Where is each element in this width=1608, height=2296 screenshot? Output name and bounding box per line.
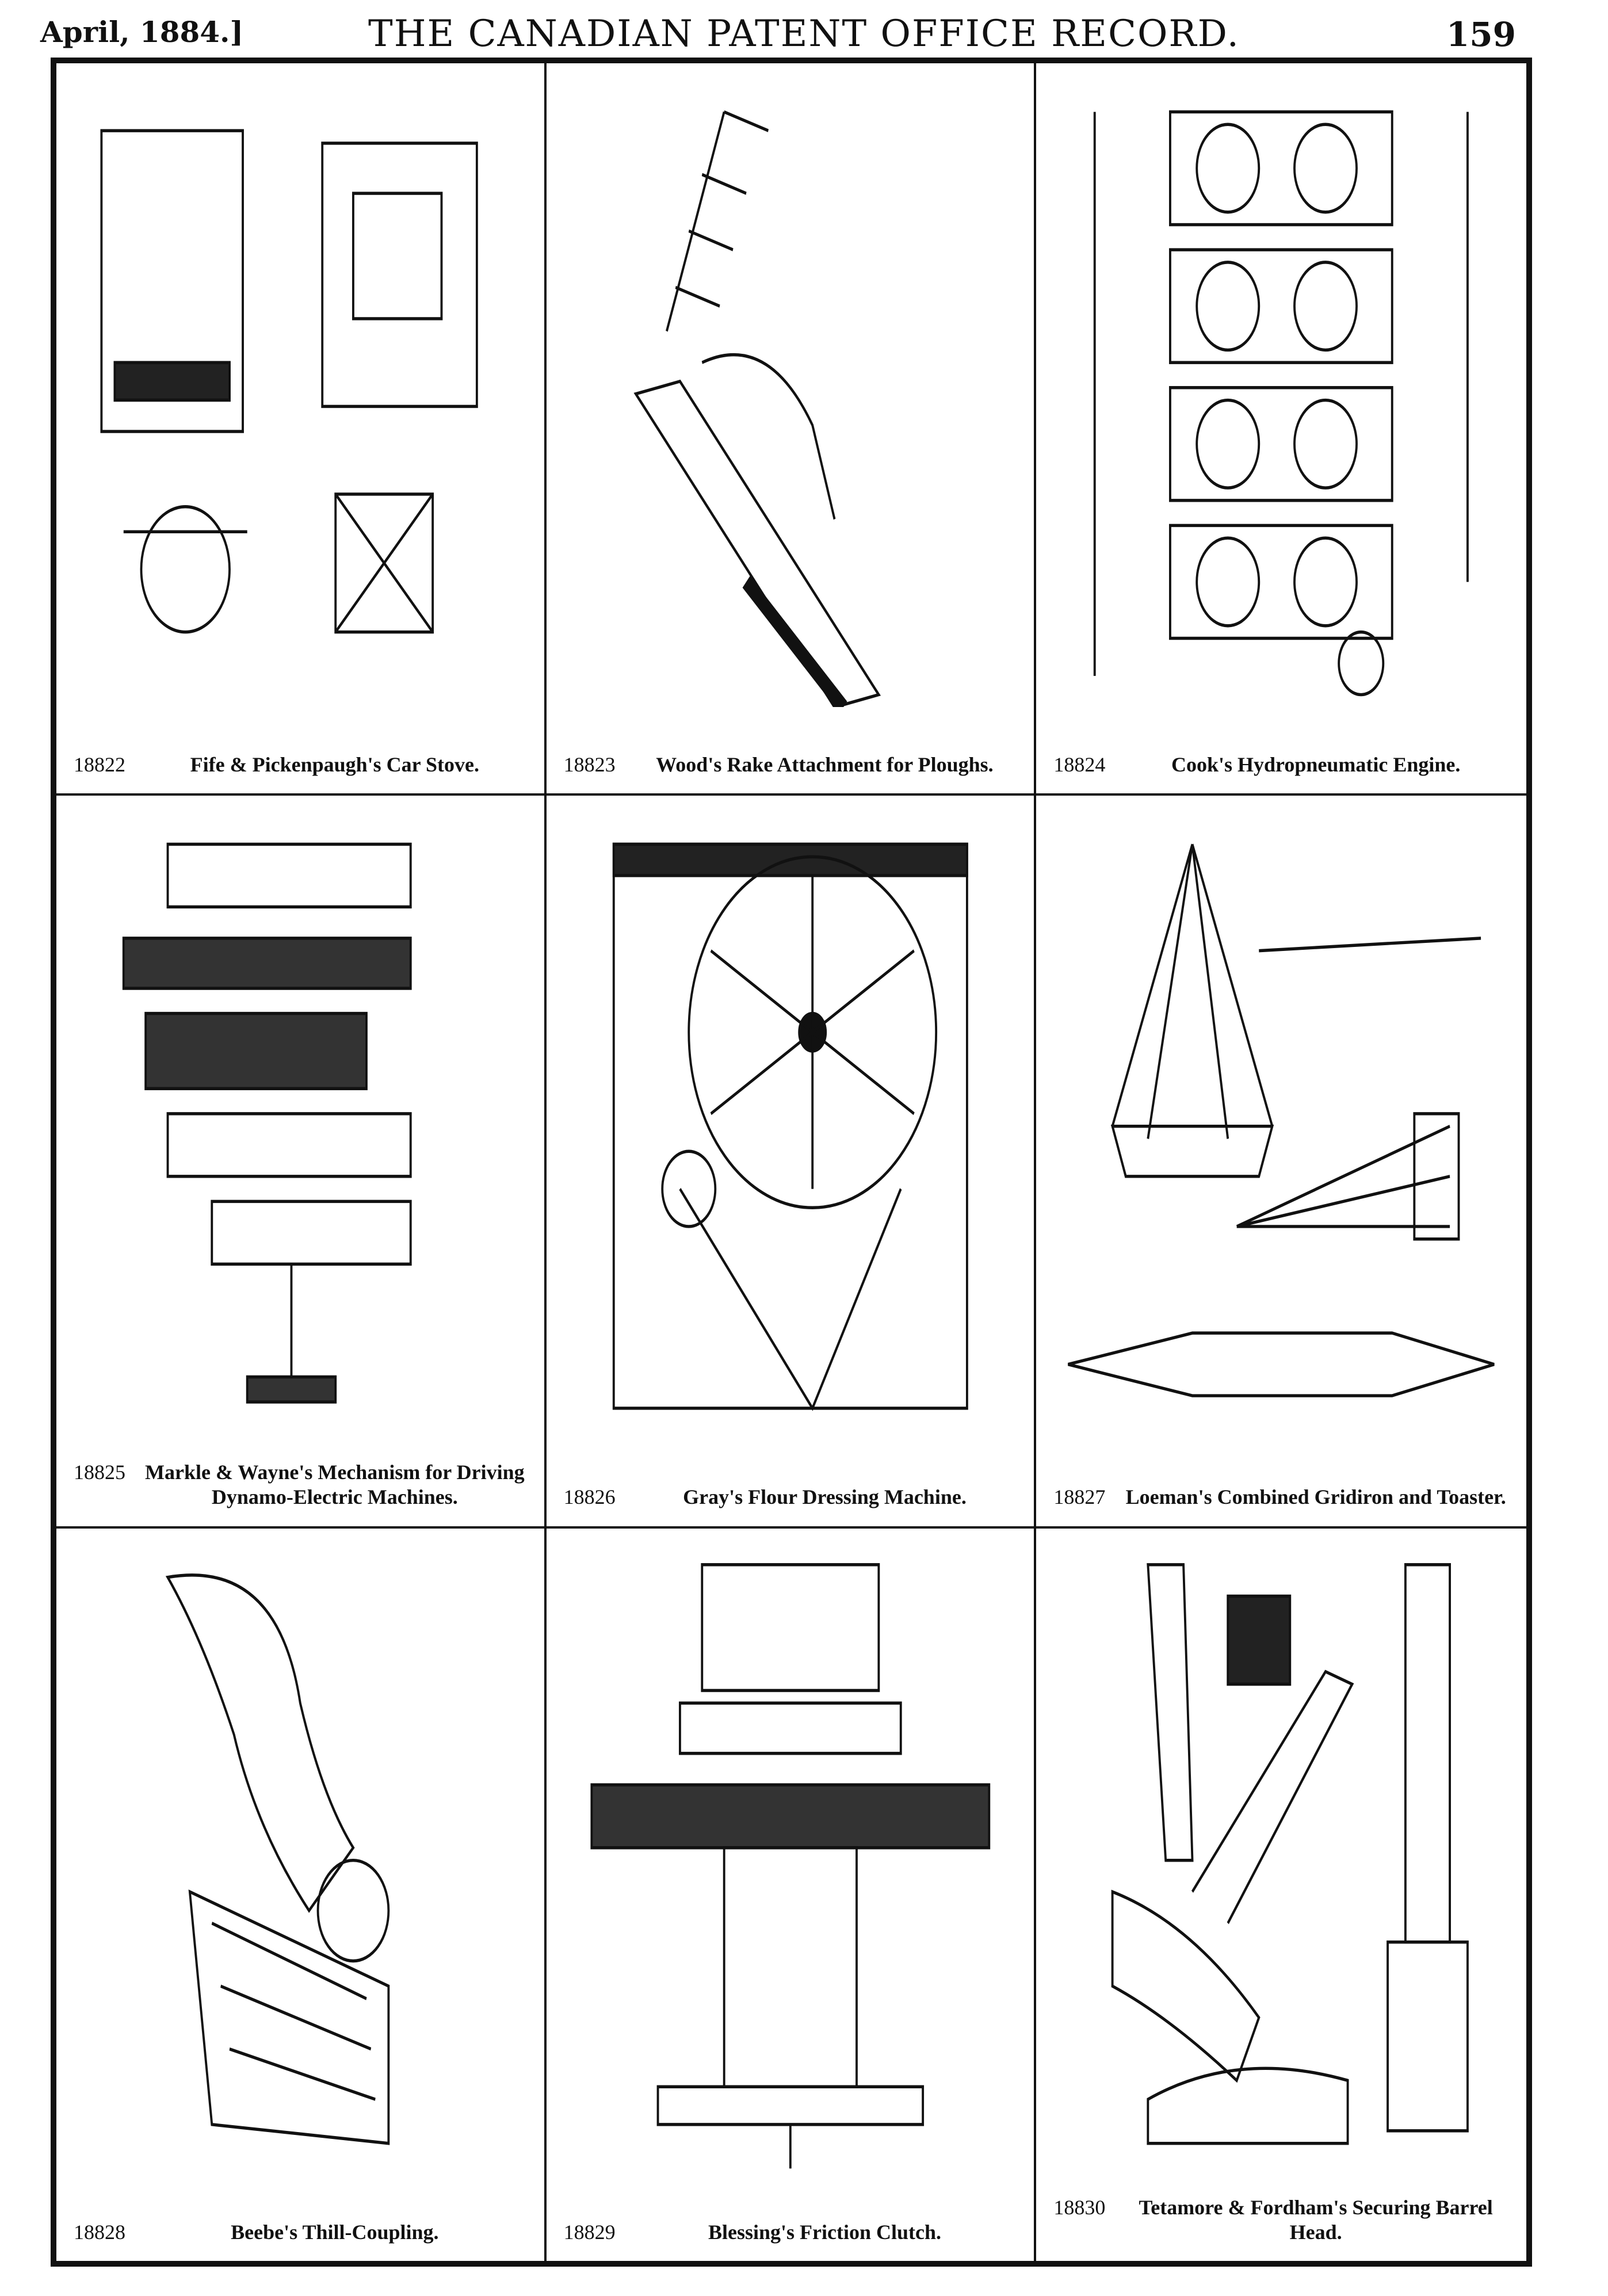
publication-title: THE CANADIAN PATENT OFFICE RECORD. bbox=[368, 13, 1240, 55]
patent-figure-grid: 18822 Fife & Pickenpaugh's Car Stove. 18… bbox=[51, 58, 1532, 2267]
hydropneumatic-engine-drawing bbox=[1059, 81, 1503, 707]
patent-title: Cook's Hydropneumatic Engine. bbox=[1171, 753, 1461, 777]
patent-panel-thill-coupling: 18828 Beebe's Thill-Coupling. bbox=[56, 1528, 547, 2261]
patent-title: Markle & Wayne's Mechanism for Driving D… bbox=[145, 1461, 525, 1509]
patent-number: 18827 bbox=[1053, 1485, 1106, 1509]
patent-number: 18830 bbox=[1053, 2195, 1106, 2219]
patent-panel-rake-attachment: 18823 Wood's Rake Attachment for Ploughs… bbox=[546, 63, 1037, 796]
patent-number: 18829 bbox=[563, 2220, 616, 2244]
patent-title: Fife & Pickenpaugh's Car Stove. bbox=[190, 753, 479, 777]
flour-dressing-machine-drawing bbox=[570, 813, 1011, 1439]
patent-number: 18826 bbox=[563, 1485, 616, 1509]
patent-title: Gray's Flour Dressing Machine. bbox=[683, 1485, 967, 1509]
patent-panel-friction-clutch: 18829 Blessing's Friction Clutch. bbox=[547, 1528, 1037, 2261]
patent-panel-hydropneumatic-engine: 18824 Cook's Hydropneumatic Engine. bbox=[1036, 63, 1526, 796]
patent-number: 18823 bbox=[563, 753, 616, 777]
issue-date: April, 1884.] bbox=[40, 15, 244, 49]
page-header: April, 1884.] THE CANADIAN PATENT OFFICE… bbox=[0, 0, 1608, 69]
page-number: 159 bbox=[1446, 15, 1516, 54]
patent-panel-gridiron-toaster: 18827 Loeman's Combined Gridiron and Toa… bbox=[1036, 796, 1526, 1529]
patent-number: 18822 bbox=[74, 753, 125, 777]
patent-panel-flour-dressing-machine: 18826 Gray's Flour Dressing Machine. bbox=[546, 796, 1037, 1529]
barrel-head-drawing bbox=[1059, 1546, 1503, 2175]
thill-coupling-drawing bbox=[79, 1546, 521, 2175]
patent-panel-car-stove: 18822 Fife & Pickenpaugh's Car Stove. bbox=[56, 63, 547, 796]
dynamo-mechanism-drawing bbox=[79, 813, 521, 1439]
patent-title: Wood's Rake Attachment for Ploughs. bbox=[656, 753, 994, 777]
patent-number: 18824 bbox=[1053, 753, 1106, 777]
patent-title: Blessing's Friction Clutch. bbox=[708, 2220, 941, 2244]
patent-panel-dynamo-mechanism: 18825 Markle & Wayne's Mechanism for Dri… bbox=[56, 796, 547, 1529]
patent-number: 18828 bbox=[74, 2220, 125, 2244]
patent-panel-barrel-head: 18830 Tetamore & Fordham's Securing Barr… bbox=[1036, 1529, 1526, 2261]
friction-clutch-drawing bbox=[570, 1546, 1011, 2175]
patent-title: Loeman's Combined Gridiron and Toaster. bbox=[1125, 1485, 1506, 1509]
gridiron-toaster-drawing bbox=[1059, 813, 1503, 1439]
patent-number: 18825 bbox=[74, 1461, 125, 1484]
patent-title: Beebe's Thill-Coupling. bbox=[231, 2220, 439, 2244]
patent-title: Tetamore & Fordham's Securing Barrel Hea… bbox=[1139, 2195, 1493, 2244]
car-stove-drawing bbox=[79, 81, 521, 707]
rake-attachment-drawing bbox=[570, 81, 1011, 713]
